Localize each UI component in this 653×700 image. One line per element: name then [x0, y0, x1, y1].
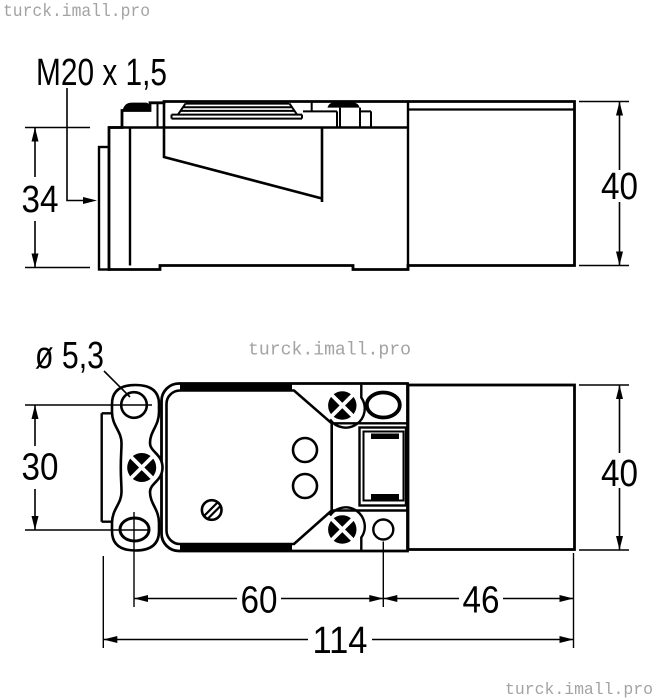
side-mounting-plate: [97, 145, 111, 271]
dim-40-side-arrow-down: [616, 251, 623, 266]
hole-diameter-leader: [103, 370, 131, 398]
top-head: [406, 383, 576, 551]
side-screw-cap: [327, 102, 360, 108]
thread-leader-arrow: [83, 197, 97, 204]
dim-60-arrow-right: [369, 595, 384, 602]
watermark-bottom-right: turck.imall.pro: [505, 681, 653, 700]
dim-40-side-arrow-up: [616, 101, 623, 116]
dim-60-value: 60: [241, 580, 278, 622]
dim-40-top-extensions: [579, 384, 629, 551]
dim-34-arrow-up: [31, 127, 39, 142]
dim-46-arrow-left: [383, 595, 398, 602]
watermark-center: turck.imall.pro: [248, 340, 411, 361]
oval-port: [364, 390, 402, 420]
side-wedge: [162, 102, 324, 202]
top-terminal-lid: [165, 389, 333, 546]
thread-label: M20 x 1,5: [36, 52, 167, 94]
ground-screw-icon: [127, 453, 157, 482]
centerlines: [25, 404, 575, 648]
dim-60: 60: [134, 580, 384, 622]
side-top-steps: [303, 101, 372, 128]
lid-hole-upper: [291, 436, 319, 464]
top-connector-window: [358, 426, 408, 507]
hole-diameter-callout: ø 5,3: [35, 335, 131, 398]
dim-40-top-arrow-up: [616, 385, 623, 399]
dim-40-side-extensions: [579, 100, 629, 267]
slotted-screw-icon: [200, 498, 223, 522]
dim-34-value: 34: [22, 179, 59, 221]
dim-40-side: 40: [579, 100, 638, 267]
dim-34-arrow-down: [31, 253, 39, 268]
dim-114-arrow-left: [103, 636, 118, 643]
dim-46: 46: [383, 580, 574, 622]
top-seal-band-lower: [180, 543, 292, 550]
dim-30-arrow-up: [31, 405, 39, 419]
watermark-top-left: turck.imall.pro: [3, 2, 150, 22]
side-view: M20 x 1,5 34 40: [22, 52, 638, 271]
dim-30-arrow-down: [31, 516, 39, 530]
dim-40-top-value: 40: [601, 453, 638, 495]
dim-46-arrow-right: [559, 595, 574, 602]
top-platform-lines: [331, 422, 408, 512]
side-body-outline: [107, 100, 576, 271]
dim-60-arrow-left: [134, 595, 148, 602]
side-gland-cap: [122, 102, 150, 111]
cover-screw-upper-icon: [328, 391, 357, 420]
side-ribbed-lid: [170, 102, 303, 120]
dim-114: 114: [103, 620, 574, 662]
dim-40-top-arrow-down: [616, 536, 623, 550]
thread-callout: M20 x 1,5: [36, 52, 167, 204]
cover-screw-lower-icon: [328, 515, 357, 544]
lid-hole-lower: [291, 472, 319, 500]
dim-40-side-value: 40: [601, 166, 638, 208]
dim-114-value: 114: [313, 620, 368, 662]
thread-leader-line: [66, 88, 85, 202]
top-seal-band-upper: [180, 384, 292, 391]
top-view: ø 5,3 30 40 60: [22, 335, 639, 662]
round-port: [372, 518, 395, 541]
dim-34-extensions: [25, 126, 90, 269]
dim-40-top: 40: [579, 384, 638, 551]
dim-30: 30: [22, 405, 59, 530]
top-mounting-plate: [100, 412, 117, 523]
hole-diameter-label: ø 5,3: [35, 335, 104, 377]
dim-46-value: 46: [463, 580, 500, 622]
dim-114-arrow-right: [559, 636, 574, 643]
dim-30-value: 30: [22, 447, 59, 489]
dim-34: 34: [22, 126, 90, 269]
